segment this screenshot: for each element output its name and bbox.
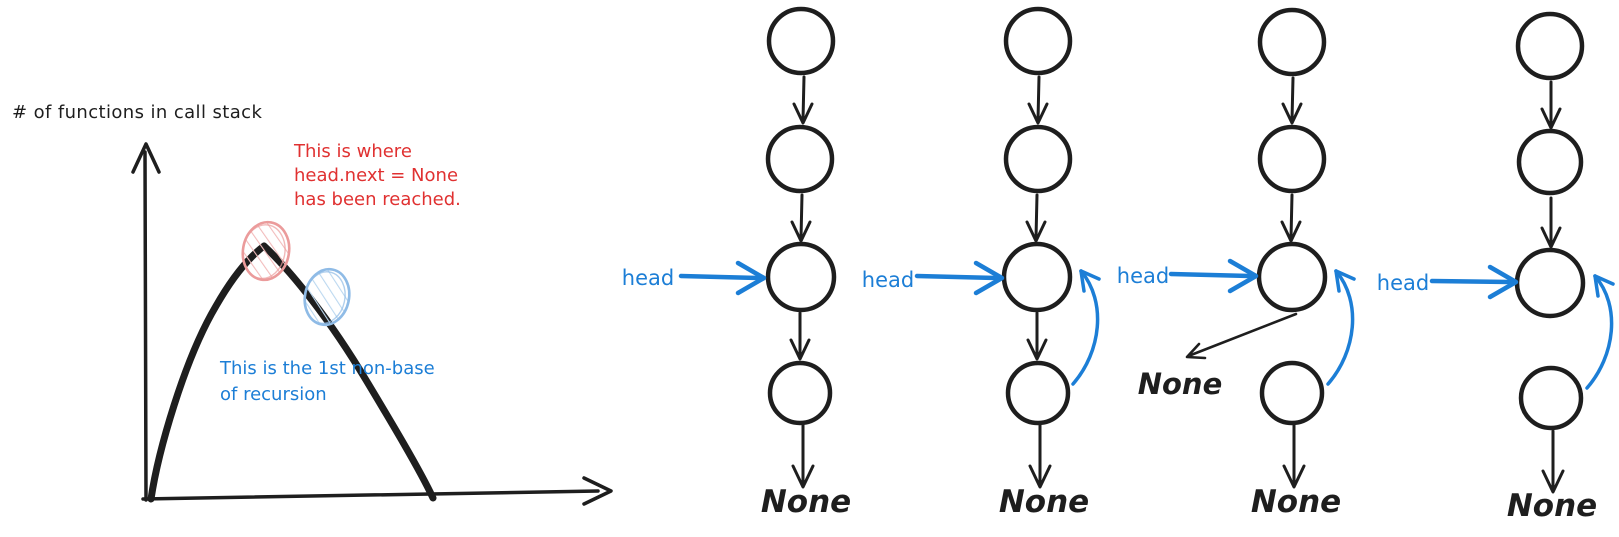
blue-annotation: This is the 1st non-base of recursion [219,358,435,405]
reversed-pointer-arrow [1326,269,1356,386]
none-arrow [1282,422,1306,489]
y-axis-line [143,150,148,502]
head-arrow [914,260,1005,296]
none-label: None [761,484,851,520]
none-label: None [1251,484,1341,520]
head-arrow [678,260,767,296]
node-circle-3 [1514,247,1586,319]
head-arrow [1168,258,1259,294]
none-label: None [999,484,1089,520]
next-arrow-2 [1540,196,1562,249]
blue-annotation-line-2: of recursion [220,384,327,405]
x-axis-line [141,489,600,501]
detached-none-label: None [1138,367,1223,401]
next-arrow-1 [1027,75,1049,125]
head-label: head [1117,264,1169,288]
descent-highlight-ellipse [303,267,351,327]
next-arrow-2 [1280,193,1302,243]
next-arrow-1 [1281,76,1303,125]
y-axis-label: # of functions in call stack [12,102,262,123]
detached-next-arrow [1185,312,1298,360]
next-arrow-1 [1540,80,1562,130]
linked-list-4: head None [1377,11,1615,524]
linked-list-2: head None [862,6,1101,520]
node-circle-1 [1257,7,1327,77]
node-circle-1 [766,6,836,76]
next-arrow-2 [1025,193,1047,243]
none-arrow [1028,422,1052,489]
next-arrow-3 [789,311,811,361]
linked-list-1: head None [622,6,851,520]
node-circle-4 [1005,360,1071,426]
head-label: head [862,268,914,292]
reversed-pointer-arrow [1071,269,1101,386]
node-circle-1 [1003,6,1073,76]
head-label: head [622,266,674,290]
call-stack-graph: # of functions in call stack This is whe… [12,102,613,506]
none-arrow [791,422,815,489]
peak-highlight-ellipse [241,220,291,282]
none-arrow [1541,429,1565,494]
node-circle-2 [765,124,835,194]
red-annotation: This is where head.next = None has been … [293,141,461,210]
node-circle-4 [1259,360,1325,426]
y-axis-arrowhead [131,142,161,174]
next-arrow-3 [1026,311,1048,361]
reversed-pointer-arrow [1585,274,1615,390]
node-circle-3 [765,241,837,313]
red-annotation-line-3: has been reached. [294,189,461,210]
node-circle-2 [1516,128,1584,196]
node-circle-4 [1518,365,1584,431]
red-annotation-line-2: head.next = None [294,165,458,186]
head-label: head [1377,271,1429,295]
blue-annotation-line-1: This is the 1st non-base [219,358,435,379]
head-arrow [1429,264,1519,300]
node-circle-2 [1003,124,1073,194]
next-arrow-1 [792,75,814,125]
node-circle-3 [1256,241,1328,313]
node-circle-3 [1001,241,1073,313]
red-annotation-line-1: This is where [293,141,412,162]
linked-list-3: None head None [1117,7,1356,520]
x-axis-arrowhead [582,476,613,506]
node-circle-4 [767,360,833,426]
none-label: None [1507,488,1597,524]
node-circle-2 [1257,124,1327,194]
next-arrow-2 [790,193,812,243]
node-circle-1 [1515,11,1585,81]
